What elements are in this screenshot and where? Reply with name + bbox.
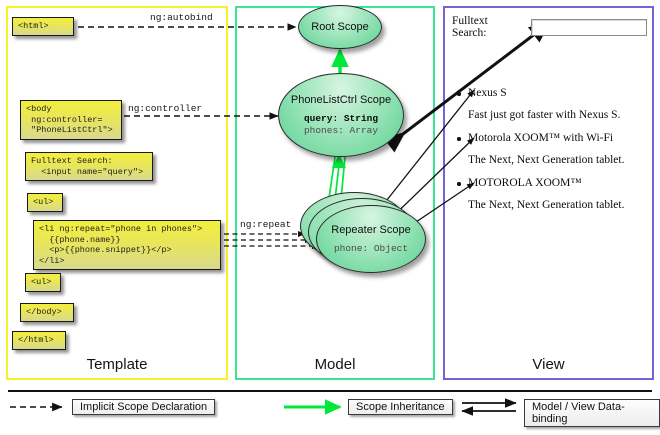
phonelistctrl-prop-query: query: String (303, 113, 379, 124)
phonelistctrl-scope: PhoneListCtrl Scope query: String phones… (278, 73, 404, 157)
list-item: MOTOROLA XOOM™ The Next, Next Generation… (452, 177, 647, 212)
ul-open-box: <ul> (27, 193, 63, 212)
legend-arrow-layer (10, 398, 517, 416)
search-box: Fulltext Search: <input name="query"> (25, 152, 153, 181)
view-search-row: Fulltext Search: (452, 15, 647, 39)
phone-title: Motorola XOOM™ with Wi-Fi (452, 132, 647, 145)
phonelistctrl-prop-phones: phones: Array (303, 124, 379, 136)
legend-implicit-scope-label: Implicit Scope Declaration (72, 399, 216, 415)
legend: Implicit Scope Declaration Scope Inherit… (0, 392, 660, 435)
label-ng-controller: ng:controller (128, 103, 203, 114)
repeater-scope-title: Repeater Scope (331, 223, 411, 236)
legend-scope-inheritance-label: Scope Inheritance (348, 399, 453, 415)
phone-snippet: The Next, Next Generation tablet. (468, 199, 625, 211)
legend-divider (8, 390, 652, 392)
legend-scope-inheritance: Scope Inheritance (348, 399, 453, 415)
root-scope-title: Root Scope (311, 20, 369, 33)
phone-snippet: Fast just got faster with Nexus S. (468, 109, 621, 121)
phone-list: Nexus S Fast just got faster with Nexus … (452, 87, 647, 212)
repeater-prop-phone: phone: Object (333, 242, 409, 254)
view-content: Fulltext Search: Nexus S Fast just got f… (452, 15, 647, 212)
li-repeat-box: <li ng:repeat="phone in phones"> {{phone… (33, 220, 221, 270)
html-close-box: </html> (12, 331, 66, 350)
repeater-scope: Repeater Scope phone: Object (316, 205, 426, 273)
list-item: Motorola XOOM™ with Wi-Fi The Next, Next… (452, 132, 647, 167)
phone-title: MOTOROLA XOOM™ (452, 177, 647, 190)
html-open-box: <html> (12, 17, 74, 36)
fulltext-search-input[interactable] (531, 18, 647, 36)
body-close-box: </body> (20, 303, 74, 322)
body-box: <body ng:controller= "PhoneListCtrl"> (20, 100, 122, 140)
ul-close-box: <ul> (25, 273, 61, 292)
column-label-view: View (532, 356, 565, 373)
phonelistctrl-scope-title: PhoneListCtrl Scope (290, 94, 392, 106)
view-search-label: Fulltext Search: (452, 15, 488, 39)
root-scope: Root Scope (298, 5, 382, 49)
column-label-model: Model (314, 356, 356, 373)
phone-title: Nexus S (452, 87, 647, 100)
phone-snippet: The Next, Next Generation tablet. (468, 154, 625, 166)
label-ng-repeat: ng:repeat (240, 219, 292, 230)
column-label-template: Template (86, 356, 148, 373)
legend-data-binding: Model / View Data-binding (524, 399, 660, 427)
legend-implicit-scope: Implicit Scope Declaration (72, 399, 216, 415)
list-item: Nexus S Fast just got faster with Nexus … (452, 87, 647, 122)
legend-data-binding-label: Model / View Data-binding (524, 399, 660, 427)
label-ng-autobind: ng:autobind (150, 12, 213, 23)
